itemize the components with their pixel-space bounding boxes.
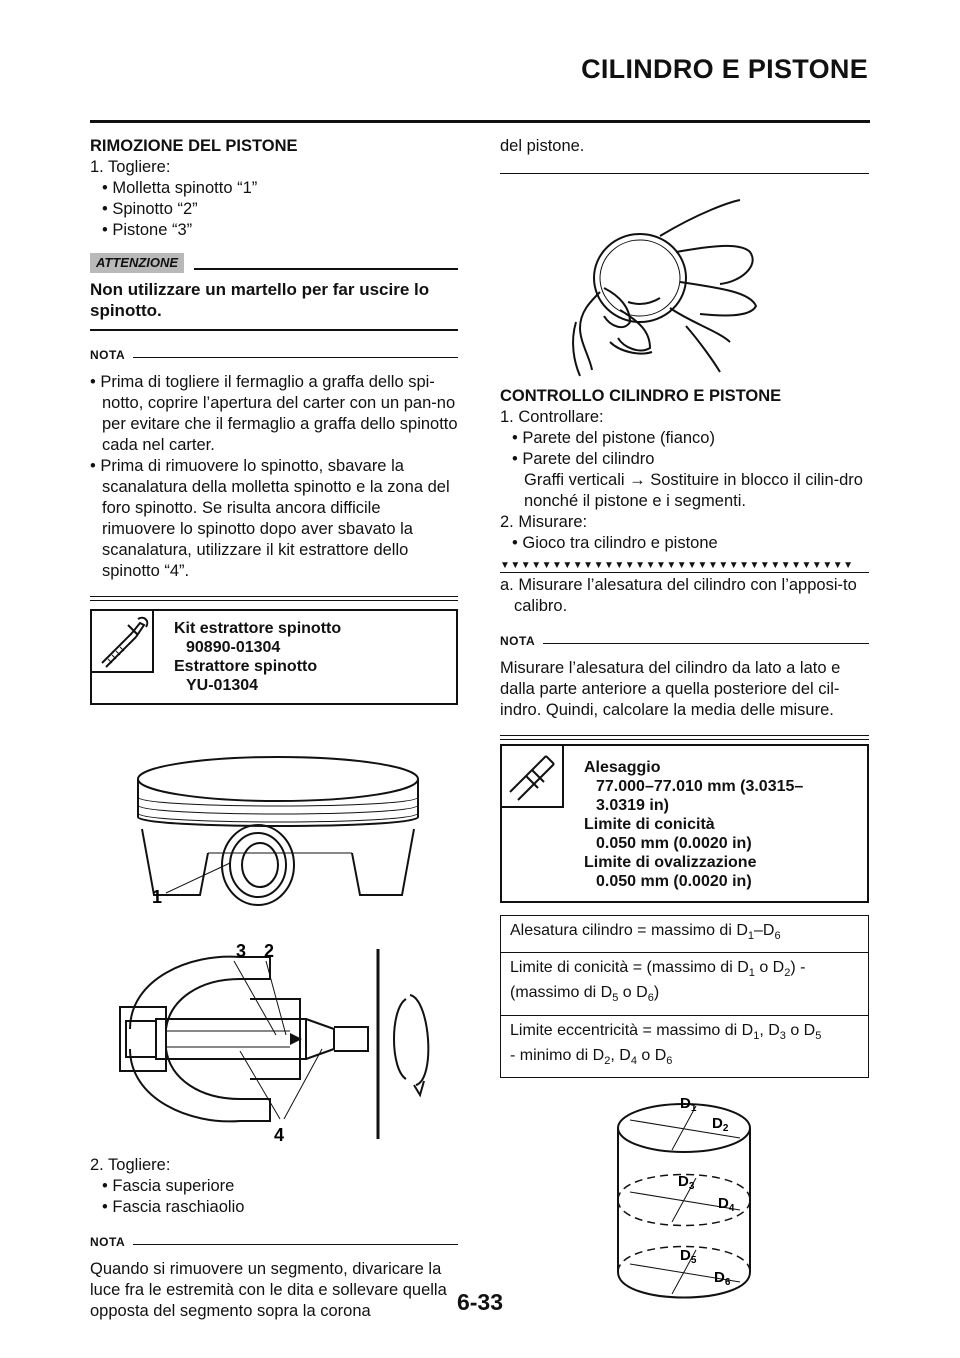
pin-puller-illustration: 3 2 4 bbox=[119, 941, 430, 1145]
page-number: 6-33 bbox=[456, 1289, 504, 1315]
spec-icon-cell bbox=[502, 746, 564, 808]
step-2-item: • Fascia superiore bbox=[102, 1177, 235, 1195]
nota2-header: NOTA bbox=[90, 1232, 458, 1253]
nota-item: • Prima di togliere il fermaglio a graff… bbox=[90, 373, 458, 454]
nota-rule bbox=[133, 1244, 458, 1245]
box-top-rule bbox=[500, 739, 869, 740]
step-1-sub: Graffi verticali → Sostituire in blocco … bbox=[524, 471, 863, 510]
step-2-item: • Fascia raschiaolio bbox=[102, 1198, 245, 1216]
tool-box: Kit estrattore spinotto 90890-01304 Estr… bbox=[90, 609, 458, 705]
header-rule bbox=[90, 120, 870, 123]
formula-row: Limite di conicità = (massimo di D1 o D2… bbox=[500, 952, 869, 1016]
formula-row: Limite eccentricità = massimo di D1, D3 … bbox=[500, 1014, 869, 1078]
step-1-label: 1. Togliere: bbox=[90, 158, 171, 176]
label-d5: D5 bbox=[680, 1247, 697, 1266]
nota-item: • Prima di rimuovere lo spinotto, sbavar… bbox=[90, 457, 450, 580]
spec-name: Limite di conicità bbox=[584, 816, 715, 833]
right-column: del pistone. CONTROLLO CILINDRO E PISTON… bbox=[500, 136, 869, 1312]
step-2-item: • Gioco tra cilindro e pistone bbox=[512, 534, 718, 552]
figure-top-rule bbox=[500, 173, 869, 174]
hands-ring-illustration bbox=[572, 199, 758, 377]
cylinder-measure-illustration: D1 D2 D3 D4 D5 D6 bbox=[617, 1095, 751, 1299]
step-1-item: • Parete del pistone (fianco) bbox=[512, 429, 715, 447]
section-heading-check: CONTROLLO CILINDRO E PISTONE bbox=[500, 387, 782, 405]
label-d1: D1 bbox=[680, 1095, 697, 1114]
step-2-label: 2. Misurare: bbox=[500, 513, 588, 531]
continuation-text: del pistone. bbox=[500, 137, 585, 155]
tool-code: YU-01304 bbox=[186, 677, 259, 694]
step-1-item: • Spinotto “2” bbox=[102, 200, 198, 218]
tool-code: 90890-01304 bbox=[186, 639, 281, 656]
sub-step-a: a. Misurare l’alesatura del cilindro con… bbox=[500, 576, 857, 615]
attention-end-rule bbox=[90, 329, 458, 331]
nota-end-rule bbox=[90, 596, 458, 597]
formula-row: Alesatura cilindro = massimo di D1–D6 bbox=[500, 914, 869, 954]
attention-text: Non utilizzare un martello per far uscir… bbox=[90, 280, 430, 320]
nota-label: NOTA bbox=[90, 348, 126, 362]
tool-text: Kit estrattore spinotto 90890-01304 Estr… bbox=[174, 619, 341, 695]
step-1-item: • Molletta spinotto “1” bbox=[102, 179, 258, 197]
label-3: 3 bbox=[236, 941, 246, 961]
piston-pin-puller-icon bbox=[101, 616, 149, 668]
formula-cell: Limite di conicità = (massimo di D1 o D2… bbox=[500, 952, 869, 1016]
tool-name: Estrattore spinotto bbox=[174, 658, 318, 675]
attention-label: ATTENZIONE bbox=[90, 253, 185, 273]
label-d4: D4 bbox=[718, 1195, 735, 1214]
spec-name: Alesaggio bbox=[584, 759, 661, 776]
label-d6: D6 bbox=[714, 1269, 731, 1288]
label-4: 4 bbox=[274, 1125, 284, 1145]
label-2: 2 bbox=[264, 941, 274, 961]
spec-name: Limite di ovalizzazione bbox=[584, 854, 757, 871]
spec-text: Alesaggio 77.000–77.010 mm (3.0315– 3.03… bbox=[584, 758, 803, 891]
tool-name: Kit estrattore spinotto bbox=[174, 620, 342, 637]
attention-header: ATTENZIONE bbox=[90, 253, 458, 273]
tool-icon-cell bbox=[92, 611, 154, 673]
formula-table: Alesatura cilindro = massimo di D1–D6 Li… bbox=[500, 914, 869, 1078]
nota2-text: Quando si rimuovere un segmento, divaric… bbox=[90, 1260, 447, 1320]
label-d3: D3 bbox=[678, 1173, 695, 1192]
nota-rule bbox=[133, 357, 458, 358]
page-title: CILINDRO E PISTONE bbox=[581, 54, 868, 84]
step-2-label: 2. Togliere: bbox=[90, 1156, 171, 1174]
spec-box: Alesaggio 77.000–77.010 mm (3.0315– 3.03… bbox=[500, 744, 869, 903]
label-1: 1 bbox=[152, 887, 162, 907]
nota-header: NOTA bbox=[500, 631, 869, 652]
nota-label: NOTA bbox=[90, 1235, 126, 1249]
formula-cell: Limite eccentricità = massimo di D1, D3 … bbox=[500, 1014, 869, 1078]
nota-end-rule bbox=[500, 735, 869, 736]
nota-rule bbox=[543, 643, 869, 644]
label-d2: D2 bbox=[712, 1115, 729, 1134]
section-heading-removal: RIMOZIONE DEL PISTONE bbox=[90, 137, 298, 155]
caliper-measure-icon bbox=[509, 755, 555, 801]
box-top-rule bbox=[90, 600, 458, 601]
spec-value: 77.000–77.010 mm (3.0315– bbox=[596, 778, 804, 795]
spec-value: 0.050 mm (0.0020 in) bbox=[596, 835, 752, 852]
nota-label: NOTA bbox=[500, 634, 536, 648]
spec-value: 0.050 mm (0.0020 in) bbox=[596, 873, 752, 890]
attention-rule bbox=[194, 268, 458, 270]
formula-cell: Alesatura cilindro = massimo di D1–D6 bbox=[500, 914, 869, 954]
step-1-item: • Pistone “3” bbox=[102, 221, 193, 239]
left-column: RIMOZIONE DEL PISTONE 1. Togliere: • Mol… bbox=[90, 136, 458, 1322]
step-1-item: • Parete del cilindro bbox=[512, 450, 655, 468]
piston-illustration: 1 bbox=[137, 756, 419, 907]
step-1-label: 1. Controllare: bbox=[500, 408, 604, 426]
spec-value: 3.0319 in) bbox=[596, 797, 669, 814]
nota-header: NOTA bbox=[90, 345, 458, 366]
procedure-start-marker: ▼▼▼▼▼▼▼▼▼▼▼▼▼▼▼▼▼▼▼▼▼▼▼▼▼▼▼▼▼▼▼▼▼▼ bbox=[500, 560, 869, 573]
nota-text: Misurare l’alesatura del cilindro da lat… bbox=[500, 659, 841, 719]
